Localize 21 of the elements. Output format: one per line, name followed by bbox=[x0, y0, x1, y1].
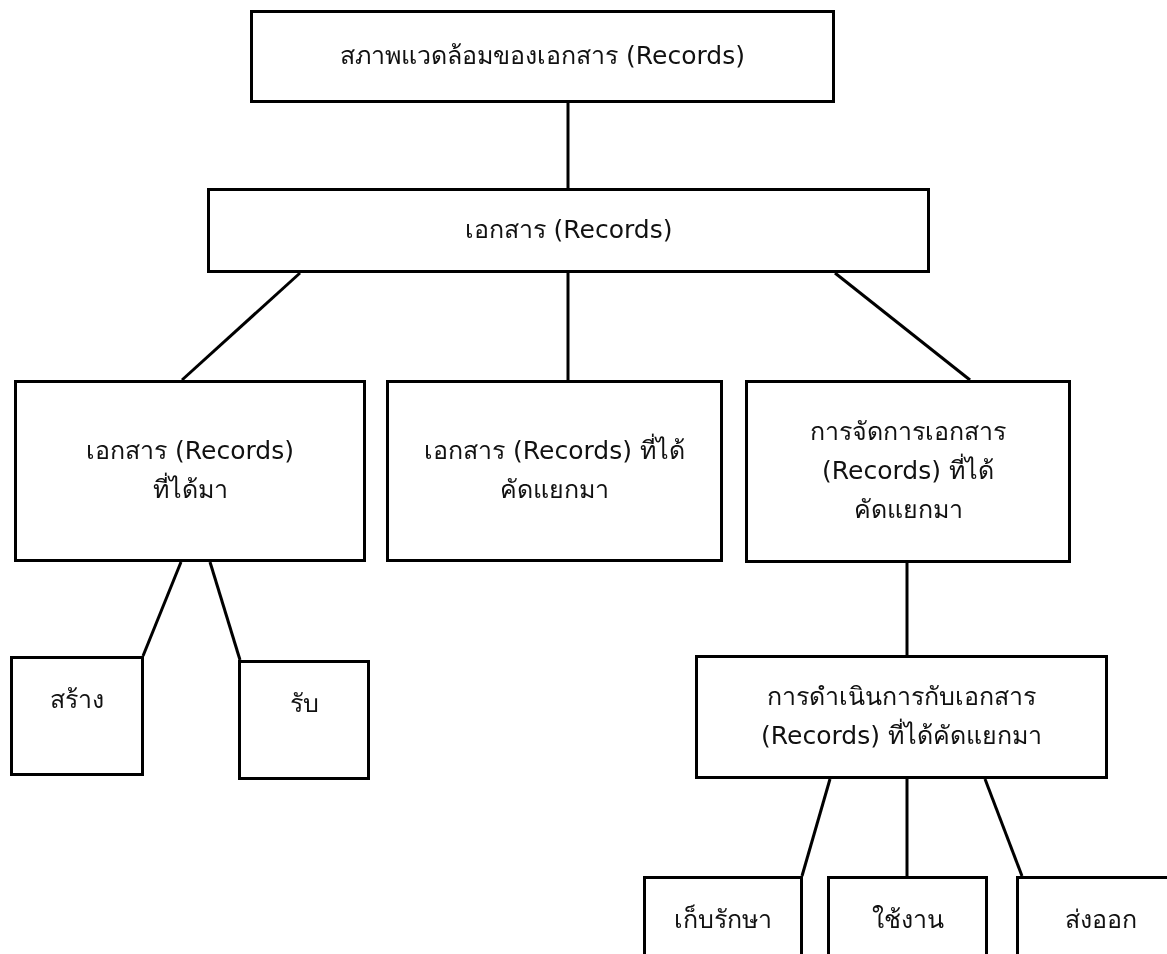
connector-line bbox=[800, 778, 832, 877]
connector-line bbox=[905, 563, 909, 655]
connector-line bbox=[834, 271, 971, 382]
connector-line bbox=[208, 561, 242, 661]
process-box: เอกสาร (Records) bbox=[207, 188, 930, 273]
process-box: สภาพแวดล้อมของเอกสาร (Records) bbox=[250, 10, 835, 103]
connector-line bbox=[905, 779, 909, 876]
process-box: เอกสาร (Records) ที่ได้มา bbox=[14, 380, 366, 562]
process-box: การจัดการเอกสาร (Records) ที่ได้คัดแยกมา bbox=[745, 380, 1071, 563]
process-box: การดำเนินการกับเอกสาร (Records) ที่ได้คัดแยกมา bbox=[695, 655, 1108, 779]
process-box: สร้าง bbox=[10, 656, 144, 776]
connector-line bbox=[181, 271, 301, 382]
process-box: เอกสาร (Records) ที่ได้คัดแยกมา bbox=[386, 380, 723, 562]
process-box: รับ bbox=[238, 660, 370, 780]
process-box: เก็บรักษา bbox=[643, 876, 803, 954]
connector-line bbox=[566, 273, 570, 380]
process-box: ใช้งาน bbox=[827, 876, 988, 954]
process-box: ส่งออก bbox=[1016, 876, 1167, 954]
connector-line bbox=[983, 778, 1024, 877]
connector-line bbox=[566, 103, 570, 188]
connector-line bbox=[141, 561, 183, 657]
